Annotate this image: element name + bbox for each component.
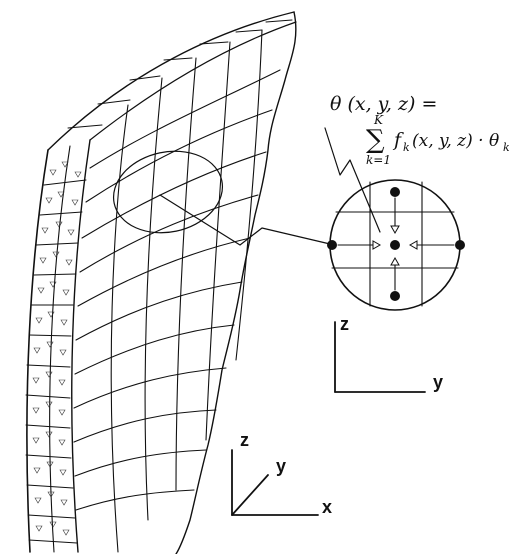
magnified-cell: [327, 179, 465, 311]
slab-top-inner: [89, 21, 297, 141]
formula-rhs-sub: k: [403, 141, 410, 154]
slab-mesh: [25, 11, 297, 554]
front-face-cells: [25, 179, 87, 544]
arrow-west: [372, 240, 382, 250]
formula-leader-line: [324, 127, 381, 233]
formula: θ (x, y, z) = K ∑ k=1 f k (x, y, z) · θ …: [330, 93, 510, 167]
formula-rhs-args: (x, y, z) · θ: [412, 131, 499, 151]
side-face-grid-transverse: [73, 69, 281, 511]
axes-2d-z-label: z: [340, 314, 349, 334]
west-node: [327, 240, 337, 250]
slab-right-boundary: [175, 11, 297, 554]
slab-front-line: [49, 145, 71, 553]
axes-2d: z y: [334, 314, 443, 393]
slab-top-edge: [47, 11, 295, 151]
formula-sum-symbol: ∑: [366, 125, 385, 155]
east-node: [455, 240, 465, 250]
arrow-south: [390, 256, 400, 266]
north-node: [390, 187, 400, 197]
formula-tail-sub: k: [503, 141, 510, 154]
center-node: [390, 240, 400, 250]
axes-3d: z y x: [231, 430, 332, 517]
side-face-grid-longitudinal: [110, 29, 263, 553]
axes-3d-y: [231, 474, 269, 516]
axes-3d-y-label: y: [276, 456, 286, 476]
slab-inner-edge: [71, 139, 91, 553]
axes-3d-z-label: z: [240, 430, 249, 450]
arrow-north: [390, 225, 400, 235]
south-node: [390, 291, 400, 301]
formula-lhs: θ (x, y, z) =: [330, 93, 437, 115]
front-face-stipple: [32, 161, 82, 536]
axes-3d-x-label: x: [322, 497, 332, 517]
formula-sum-upper: K: [373, 113, 384, 127]
axes-2d-y-label: y: [433, 372, 443, 392]
formula-sum-lower: k=1: [366, 153, 391, 167]
arrow-east: [408, 240, 418, 250]
zoom-leader-line: [159, 194, 331, 246]
slab-outer-edge: [26, 149, 49, 553]
selected-region-ellipse: [112, 150, 224, 234]
formula-rhs: f: [392, 129, 404, 151]
